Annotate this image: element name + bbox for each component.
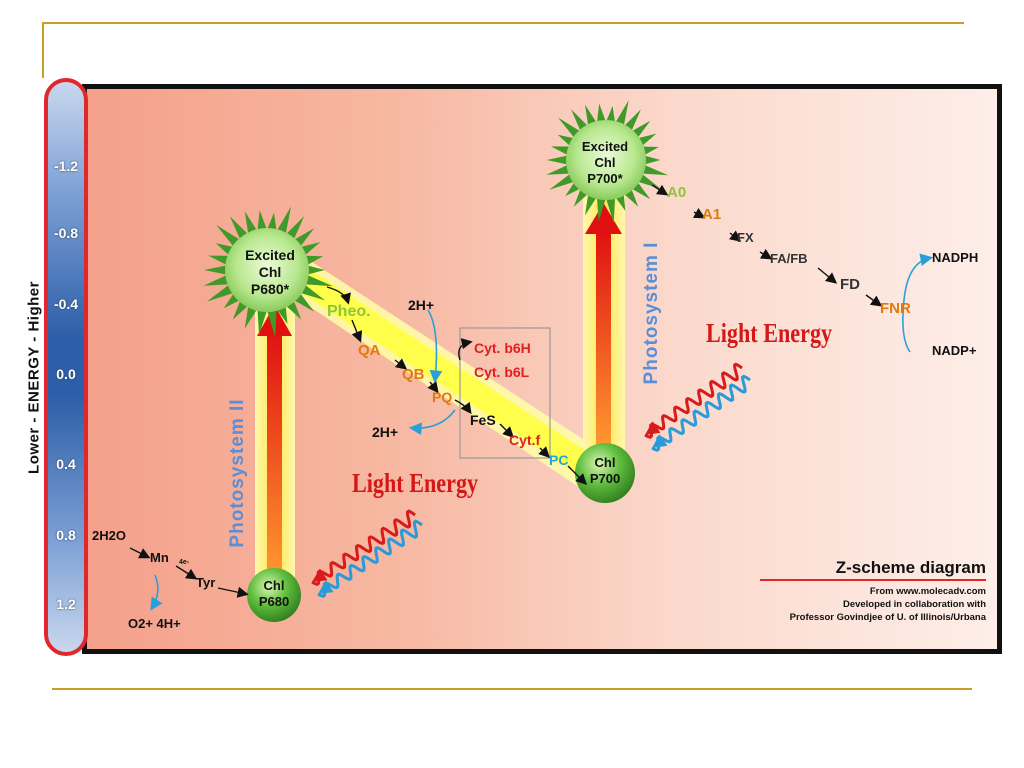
nadp-label: NADP+: [932, 343, 976, 358]
light-energy-label-psii: Light Energy: [352, 468, 478, 499]
water-label: 2H2O: [92, 528, 126, 543]
fd-label: FD: [840, 276, 860, 293]
psi-ground-label: Chl P700: [575, 455, 635, 487]
psi-ground-line: Chl: [575, 455, 635, 471]
electrons-label: 4e-: [179, 559, 189, 566]
photosystem-ii-label: Photosystem II: [227, 373, 249, 573]
psii-excited-line: P680*: [225, 281, 315, 298]
credit-block: Z-scheme diagram From www.molecadv.com D…: [760, 558, 986, 623]
a0-label: A0: [667, 184, 686, 201]
tyr-label: Tyr: [196, 575, 215, 590]
psii-ground-line: Chl: [244, 578, 304, 594]
cyt-b6l-label: Cyt. b6L: [474, 364, 529, 380]
oxygen-label: O2+ 4H+: [128, 616, 181, 631]
pheo-label: Pheo.: [327, 303, 371, 321]
psii-excited-line: Chl: [225, 264, 315, 281]
fnr-label: FNR: [880, 300, 911, 317]
psi-riser: [583, 190, 625, 450]
proton-top-label: 2H+: [408, 297, 434, 313]
mn-label: Mn: [150, 550, 169, 565]
psi-excited-line: P700*: [560, 171, 650, 187]
light-energy-label-psi: Light Energy: [706, 318, 832, 349]
psii-excited-label: Excited Chl P680*: [225, 247, 315, 298]
qb-label: QB: [402, 366, 425, 383]
light-wave-blue-psi: [652, 376, 750, 450]
fes-label: FeS: [470, 412, 496, 428]
fafb-label: FA/FB: [770, 251, 808, 266]
psi-ground-line: P700: [575, 471, 635, 487]
psi-excited-label: Excited Chl P700*: [560, 139, 650, 187]
psii-ground-line: P680: [244, 594, 304, 610]
psii-ground-label: Chl P680: [244, 578, 304, 610]
psii-excited-line: Excited: [225, 247, 315, 264]
a1-label: A1: [702, 206, 721, 223]
cytf-label: Cyt.f: [509, 432, 540, 448]
light-wave-red-psii: [312, 511, 415, 584]
pq-label: PQ: [432, 389, 452, 405]
fx-label: FX: [737, 230, 754, 245]
qa-label: QA: [358, 342, 381, 359]
psi-excited-line: Chl: [560, 155, 650, 171]
cyt-b6h-label: Cyt. b6H: [474, 340, 531, 356]
credit-line: Developed in collaboration with: [760, 599, 986, 610]
light-wave-blue-psii: [318, 521, 422, 596]
credit-title: Z-scheme diagram: [760, 558, 986, 581]
credit-line: From www.molecadv.com: [760, 586, 986, 597]
pc-label: PC: [549, 452, 568, 468]
photosystem-i-label: Photosystem I: [641, 213, 663, 413]
credit-line: Professor Govindjee of U. of Illinois/Ur…: [760, 612, 986, 623]
proton-bottom-label: 2H+: [372, 424, 398, 440]
psi-excited-line: Excited: [560, 139, 650, 155]
nadph-label: NADPH: [932, 250, 978, 265]
